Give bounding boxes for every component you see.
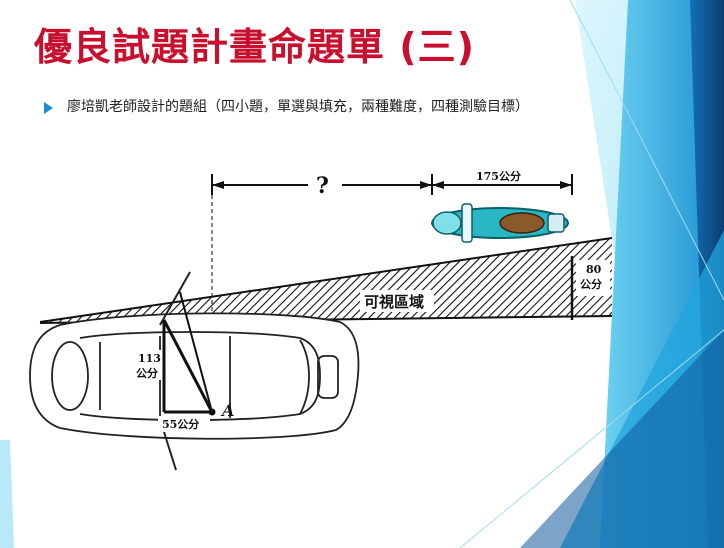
slide-title: 優良試題計畫命題單 (三) (34, 25, 475, 69)
point-a-label: A (220, 401, 234, 420)
height-80-unit: 公分 (580, 277, 602, 291)
motorcycle-icon (431, 203, 569, 243)
blind-spot-diagram: ? 175公分 可視區域 80 公分 (29, 169, 612, 471)
distance-dimension-line (211, 174, 573, 195)
height-80-label: 80 (586, 263, 602, 276)
motorcycle-length-label: 175公分 (476, 169, 521, 183)
sight-triangle (162, 291, 214, 414)
driver-offset-label: 55公分 (162, 417, 199, 431)
bullet-text: 廖培凱老師設計的題組（四小題，單選與填充，兩種難度，四種測驗目標） (67, 99, 529, 115)
driver-height-label: 113 (138, 352, 161, 365)
driver-height-unit: 公分 (136, 366, 158, 380)
triangle-bullet-icon (44, 102, 53, 114)
bullet-item: 廖培凱老師設計的題組（四小題，單選與填充，兩種難度，四種測驗目標） (44, 98, 564, 116)
unknown-distance-label: ? (316, 173, 329, 199)
visible-area-label: 可視區域 (364, 293, 424, 311)
